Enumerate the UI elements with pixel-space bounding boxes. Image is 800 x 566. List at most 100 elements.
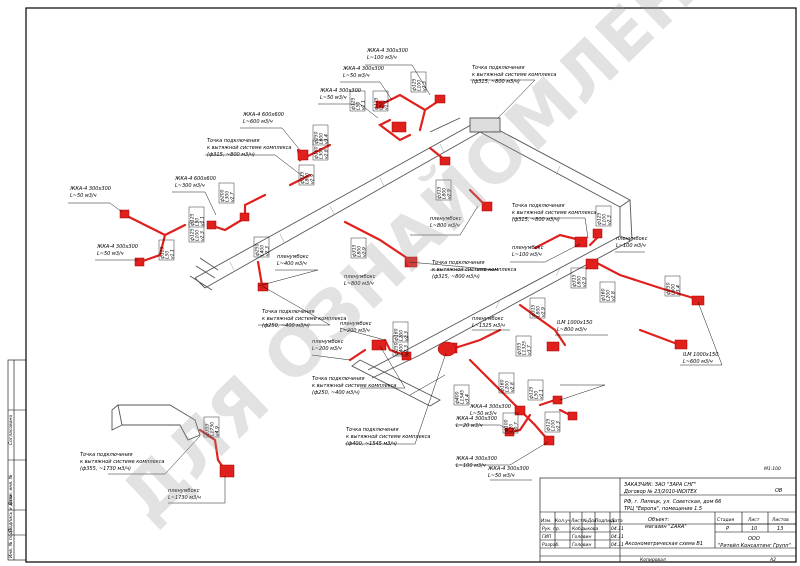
pipe-tag-frame — [158, 239, 175, 261]
diagram-label-12-line-1: L~600 м3/ч — [683, 359, 713, 365]
diagram-label-4-line-0: ЖКА-4 600x600 — [174, 176, 216, 182]
diagram-label-10-line-0: ЖКА-4 300x300 — [487, 466, 529, 472]
pipe-tag-frame — [392, 335, 409, 357]
side-stamp-replace-inv: Взам. инв. № — [8, 474, 14, 505]
tb-drawing-title: Аксонометрическая схема В1 — [624, 541, 703, 547]
pipe-tag-12-12-line-1: L800 — [442, 188, 448, 199]
diagram-label-2-line-0: ЖКА-4 300x300 — [319, 88, 361, 94]
diagram-label-13-line-1: к вытяжной системе комплекса — [472, 72, 557, 78]
tb-code: OB — [775, 488, 783, 494]
diagram-label-15-line-1: к вытяжной системе комплекса — [432, 267, 517, 273]
tb-sheets: 13 — [777, 526, 783, 532]
pipe-tag-3-3-line-1: L600 — [319, 133, 325, 144]
tb-date-2: 04.11 — [611, 534, 624, 540]
diagram-label-18-line-1: к вытяжной системе комплекса — [312, 383, 397, 389]
pipe-tag-17-17-line-1: L800 — [536, 306, 542, 317]
pipe-tag-18-18-line-1: L200 — [399, 330, 405, 341]
pipe-tag-12-12-line-2: v2.9 — [447, 189, 453, 199]
pipe-tag-12-12-line-0: ф315 — [437, 186, 443, 199]
diagram-label-20-line-2: (ф355, ~1730 м3/ч) — [80, 466, 131, 472]
tb-rev-h2: Кол.уч — [555, 518, 571, 524]
pipe-tag-19-19-line-0: ф250 — [394, 342, 400, 355]
diagram-label-20-line-0: Точка подключения — [80, 452, 133, 458]
tb-sheets-header: Листов — [771, 517, 789, 523]
tb-company-2: "Ритейл Консалтинг Групп" — [718, 543, 791, 549]
diagram-label-0-line-0: ЖКА-4 300x300 — [366, 48, 408, 54]
side-stamp — [7, 359, 27, 561]
pipe-tag-25-25-line-1: L100 — [551, 420, 557, 431]
pipe-tag-8-8-line-0: ф125 — [190, 228, 196, 241]
diagram-label-25-line-0: пленумбокс — [344, 274, 376, 280]
pipe-tag-frame — [312, 139, 329, 161]
pipe-tag-13-13-line-1: L100 — [602, 214, 608, 225]
tb-contract: Договор № 23/2010-INDITEX — [623, 489, 698, 495]
tb-object-name: магазин "ZARA" — [645, 524, 687, 530]
diagram-label-14-line-0: Точка подключения — [207, 138, 260, 144]
diagram-label-17-line-1: к вытяжной системе комплекса — [262, 316, 347, 322]
pipe-tag-frame — [595, 205, 612, 227]
pipe-tag-2-2-line-2: v1.1 — [361, 100, 367, 110]
pipe-tag-3-3-line-0: ф250 — [314, 131, 320, 144]
pipe-tag-21-21-line-2: v2.8 — [510, 382, 516, 392]
pipe-tag-17-17-line-2: v2.9 — [541, 307, 547, 317]
pipe-tag-11-11-line-2: v2.9 — [362, 247, 368, 257]
pipe-tag-24-24-line-2: v0.7 — [514, 422, 520, 432]
diagram-label-27-line-0: пленумбокс — [312, 339, 344, 345]
pipe-tag-22-22-line-2: v3.4 — [465, 394, 471, 404]
pipe-tag-25-25-line-2: v2.3 — [556, 421, 562, 431]
diagram-label-17-line-2: (ф250, ~400 м3/ч) — [262, 323, 310, 329]
diagram-label-10-line-1: L~50 м3/ч — [488, 473, 515, 479]
pipe-tag-frame — [410, 71, 427, 93]
pipe-tag-19-19-line-1: L400 — [399, 344, 405, 355]
diagram-label-13-line-2: (ф315, ~800 м3/ч) — [472, 79, 520, 85]
tb-stage: Р — [726, 526, 729, 532]
pipe-tag-16-16-line-2: v3.4 — [676, 285, 682, 295]
pipe-tag-5-5-line-0: ф315 — [300, 171, 306, 184]
diagram-label-29-line-0: пленумбокс — [168, 488, 200, 494]
diagram-label-25-line-1: L~800 м3/ч — [344, 281, 374, 287]
tb-object-label: Объект: — [648, 517, 670, 523]
diagram-label-4-line-1: L~300 м3/ч — [175, 183, 205, 189]
pipe-tag-20-20-line-2: v3.7 — [527, 345, 533, 355]
side-stamp-sign-date: Подпись и дата — [8, 494, 14, 532]
pipe-tag-8-8-line-1: L100 — [195, 230, 201, 241]
pipe-tag-6-6-line-0: ф200 — [220, 189, 226, 202]
diagram-label-3-line-1: L~600 м3/ч — [243, 119, 273, 125]
diagram-label-14-line-1: к вытяжной системе комплекса — [207, 145, 292, 151]
pipe-tag-20-20-line-0: ф355 — [517, 342, 523, 355]
diagram-label-16-line-2: (ф315, ~800 м3/ч) — [512, 217, 560, 223]
scale-note: М1:100 — [764, 466, 781, 472]
diagram-label-19-line-1: к вытяжной системе комплекса — [346, 434, 431, 440]
pipe-tag-frame — [253, 236, 270, 258]
pipe-tag-16-16-line-1: L600 — [671, 284, 677, 295]
pipe-tag-23-23-line-2: v1.1 — [539, 389, 545, 399]
diagram-label-7-line-1: L~50 м3/ч — [470, 411, 497, 417]
tb-role-2: ГИП — [542, 534, 552, 540]
diagram-label-12-line-0: ILM 1000x150 — [683, 352, 718, 358]
pipe-tag-frame — [515, 335, 532, 357]
main-duct — [189, 117, 633, 407]
tb-stage-header: Стадия — [717, 517, 735, 523]
pipe-tag-3-3-line-2: v3.4 — [324, 134, 330, 144]
pipe-tag-21-21-line-1: L200 — [505, 381, 511, 392]
diagram-label-5-line-0: ЖКА-4 300x300 — [69, 186, 111, 192]
diagram-label-11-line-1: L~800 м3/ч — [557, 327, 587, 333]
pipe-tag-4-4-line-1: L300 — [319, 148, 325, 159]
pipe-tag-frame — [349, 90, 366, 112]
diagram-label-6-line-0: ЖКА-4 300x300 — [96, 244, 138, 250]
pipe-tag-9-9-line-0: ф125 — [160, 246, 166, 259]
diagram-label-16-line-1: к вытяжной системе комплекса — [512, 210, 597, 216]
